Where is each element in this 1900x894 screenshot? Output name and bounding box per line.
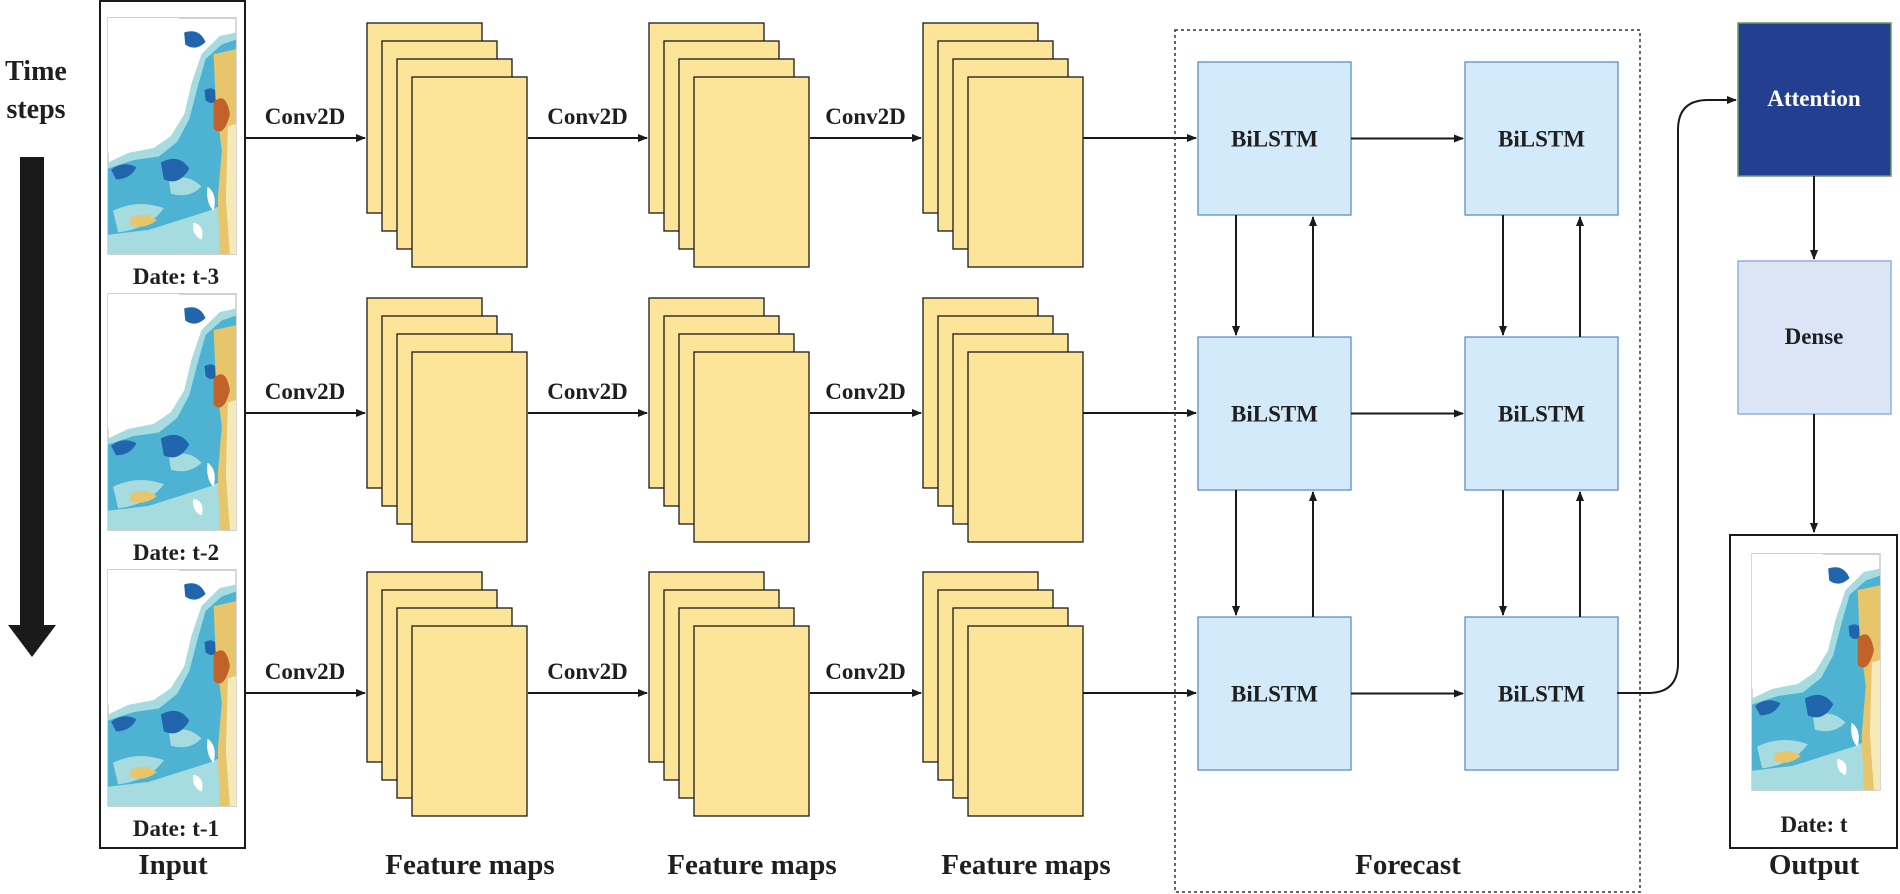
time-steps-label-line1: Time (5, 56, 67, 87)
feature-stack-2-row-1 (648, 22, 810, 268)
conv2d-label-3-row-2: Conv2D (825, 379, 906, 404)
conv2d-label-2-row-3: Conv2D (547, 659, 628, 684)
input-map-t-2 (107, 293, 237, 531)
feature-map-layer (693, 76, 810, 268)
feature-map-layer (967, 351, 1084, 543)
output-head: Attention Dense Date: t Output (1617, 22, 1898, 881)
attention-label: Attention (1767, 86, 1860, 111)
bilstm-cell-r1-c1 (1197, 61, 1352, 216)
forecast-region (1174, 29, 1641, 893)
input-map-t-3 (107, 17, 237, 255)
conv2d-arrows: Conv2D Conv2D Conv2D Conv2D Conv2D Conv2D Conv… (245, 104, 1197, 697)
bilstm-label-r3-c1: BiLSTM (1231, 682, 1318, 707)
output-frame (1729, 534, 1898, 849)
feature-map-layer (411, 625, 528, 817)
input-date-1: Date: t-3 (133, 264, 219, 289)
input-map-t-1 (107, 569, 237, 807)
input-title: Input (138, 849, 208, 881)
bilstm-grid: BiLSTM BiLSTM BiLSTM BiLSTM BiLSTM BiLSTM (1197, 61, 1619, 771)
dense-label: Dense (1785, 324, 1844, 349)
feature-map-layer (693, 351, 810, 543)
feature-map-layer (693, 625, 810, 817)
input-panel: Date: t-3 Date: t-2 Date: t-1 Input (99, 0, 246, 881)
bilstm-cell-r3-c2 (1464, 616, 1619, 771)
bilstm-cell-r3-c1 (1197, 616, 1352, 771)
bilstm-label-r1-c1: BiLSTM (1231, 127, 1318, 152)
feature-maps-label-3: Feature maps (941, 849, 1110, 881)
attention-block (1737, 22, 1892, 177)
bilstm-cell-r1-c2 (1464, 61, 1619, 216)
forecast-to-attention-arrow (1617, 96, 1737, 694)
feature-map-stacks (366, 22, 1084, 817)
bilstm-cell-r2-c1 (1197, 336, 1352, 491)
feature-stack-3-row-3 (922, 571, 1084, 817)
feature-stack-2-row-2 (648, 297, 810, 543)
input-date-2: Date: t-2 (133, 540, 219, 565)
output-map-t (1751, 553, 1881, 791)
output-title: Output (1769, 849, 1860, 881)
input-date-3: Date: t-1 (133, 816, 219, 841)
feature-map-layer (967, 76, 1084, 268)
feature-stack-3-row-1 (922, 22, 1084, 268)
dense-block (1737, 260, 1892, 415)
conv2d-label-3-row-3: Conv2D (825, 659, 906, 684)
forecast-label: Forecast (1355, 849, 1461, 881)
feature-maps-label-1: Feature maps (385, 849, 554, 881)
bilstm-label-r2-c2: BiLSTM (1498, 402, 1585, 427)
bilstm-label-r3-c2: BiLSTM (1498, 682, 1585, 707)
feature-maps-label-2: Feature maps (667, 849, 836, 881)
conv2d-label-3-row-1: Conv2D (825, 104, 906, 129)
feature-map-layer (411, 351, 528, 543)
time-arrow-shaft (20, 157, 44, 627)
feature-stack-2-row-3 (648, 571, 810, 817)
bilstm-label-r2-c1: BiLSTM (1231, 402, 1318, 427)
feature-stack-3-row-2 (922, 297, 1084, 543)
output-date: Date: t (1780, 812, 1847, 837)
feature-map-layer (411, 76, 528, 268)
feature-stack-1-row-3 (366, 571, 528, 817)
input-frame (99, 0, 246, 849)
conv2d-label-1-row-2: Conv2D (265, 379, 346, 404)
conv2d-label-2-row-1: Conv2D (547, 104, 628, 129)
conv2d-label-1-row-1: Conv2D (265, 104, 346, 129)
conv2d-label-2-row-2: Conv2D (547, 379, 628, 404)
bilstm-cell-r2-c2 (1464, 336, 1619, 491)
time-steps-label-line2: steps (6, 94, 65, 125)
time-steps-indicator: Time steps (5, 56, 67, 657)
time-arrow-head (8, 625, 56, 657)
feature-stack-1-row-2 (366, 297, 528, 543)
conv2d-label-1-row-3: Conv2D (265, 659, 346, 684)
feature-stack-1-row-1 (366, 22, 528, 268)
feature-map-layer (967, 625, 1084, 817)
bilstm-label-r1-c2: BiLSTM (1498, 127, 1585, 152)
